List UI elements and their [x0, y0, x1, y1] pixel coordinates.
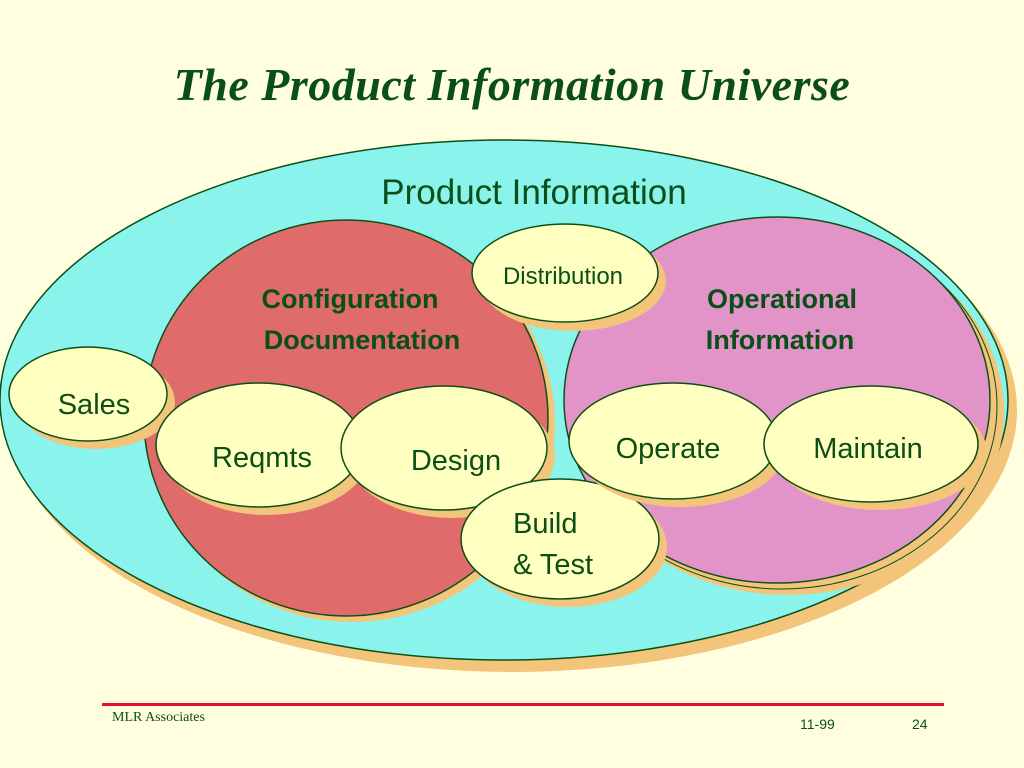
node-build-test: Build & Test — [460, 478, 667, 607]
footer-date: 11-99 — [800, 716, 835, 732]
operate-label: Operate — [616, 433, 721, 465]
sales-label: Sales — [58, 389, 131, 421]
footer-page-number: 24 — [912, 716, 928, 732]
slide-title: The Product Information Universe — [173, 59, 851, 110]
node-maintain: Maintain — [763, 385, 987, 510]
distribution-ellipse — [471, 223, 659, 323]
config-label-line-1: Configuration — [262, 284, 439, 314]
node-operate: Operate — [568, 382, 785, 507]
node-design: Design — [340, 385, 555, 518]
node-reqmts: Reqmts — [155, 382, 370, 515]
outer-ellipse-label: Product Information — [381, 173, 686, 212]
sales-ellipse — [8, 346, 168, 442]
footer-divider — [102, 703, 944, 706]
build-test-ellipse — [460, 478, 660, 600]
build-test-label-line-1: Build — [513, 508, 578, 540]
operational-label-line-1: Operational — [707, 284, 857, 314]
maintain-ellipse — [763, 385, 979, 503]
design-label: Design — [411, 445, 501, 477]
design-ellipse — [340, 385, 548, 511]
footer-company: MLR Associates — [112, 710, 205, 725]
build-test-label-line-2: & Test — [513, 549, 593, 581]
reqmts-label: Reqmts — [212, 442, 312, 474]
distribution-label: Distribution — [503, 263, 623, 290]
node-sales: Sales — [8, 346, 175, 449]
node-distribution: Distribution — [471, 223, 666, 331]
operational-label-line-2: Information — [706, 325, 855, 355]
config-label-line-2: Documentation — [264, 325, 461, 355]
maintain-label: Maintain — [813, 433, 923, 465]
